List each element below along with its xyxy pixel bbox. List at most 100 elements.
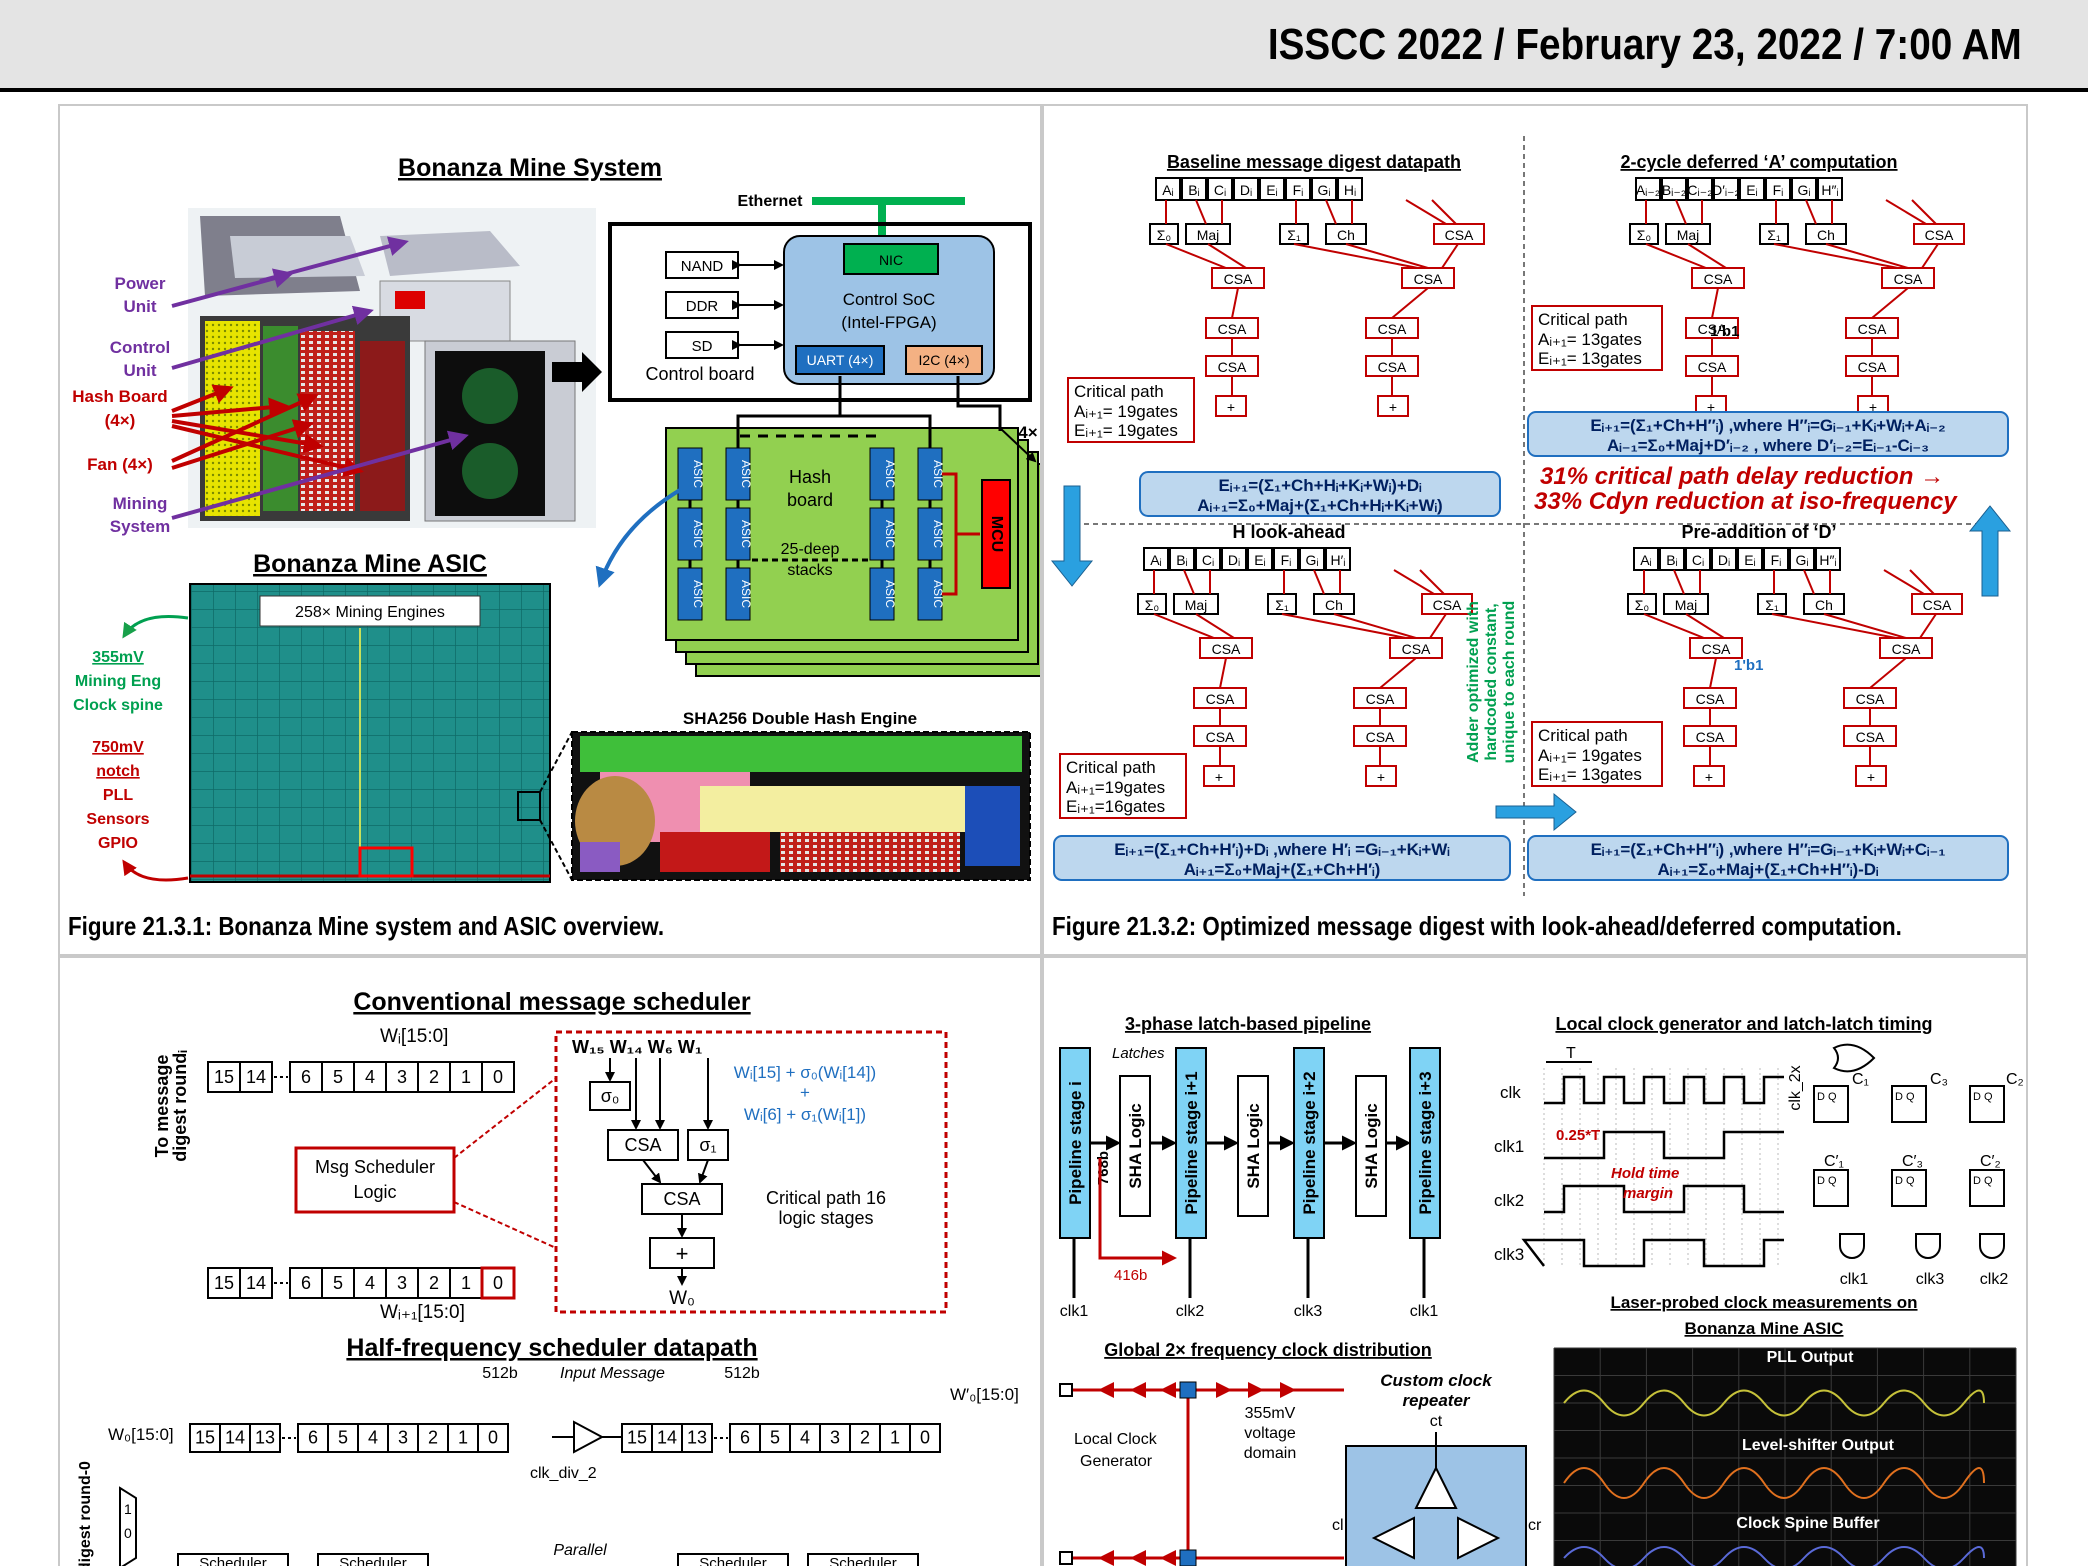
digest-register: [1659, 547, 1685, 571]
adder-note-2: hardcoded constant,: [1483, 603, 1500, 760]
datapath-block-label: Σ₀: [1637, 227, 1652, 243]
hash-board-label: Hash: [789, 467, 831, 487]
cl-label: cl: [1332, 1517, 1344, 1534]
one-b1-label-2: 1'b1: [1734, 657, 1763, 674]
digest-register: [1815, 547, 1841, 571]
mcu-label: MCU: [988, 516, 1005, 552]
register-cell: [207, 1061, 241, 1093]
arrow-right-icon: [552, 352, 602, 392]
ddr-label: DDR: [686, 298, 719, 315]
register-cell: [729, 1423, 761, 1453]
asic-die: [189, 583, 551, 883]
digest-register-label: Aᵢ: [1150, 552, 1162, 568]
notch-label: notch: [96, 763, 140, 780]
label-mining-2: System: [110, 517, 170, 536]
register-cell: [417, 1267, 451, 1299]
register-cell: [477, 1423, 509, 1453]
v750-label: 750mV: [92, 739, 144, 756]
digest-register-label: Cᵢ: [1214, 182, 1226, 198]
datapath-block-label: Ch: [1337, 227, 1355, 243]
conv-title: Conventional message scheduler: [353, 988, 751, 1016]
digest-register-label: Aᵢ: [1640, 552, 1652, 568]
c2-label: C₂: [2006, 1071, 2024, 1088]
register-cell: [357, 1423, 389, 1453]
digest-register-label: Bᵢ: [1666, 552, 1678, 568]
register-cell-label: 0: [920, 1428, 930, 1448]
figure-1-panel: Bonanza Mine System Power Unit Control U…: [58, 104, 1042, 956]
digest-register-label: D′ᵢ₋₂: [1712, 182, 1740, 198]
engines-label: 258× Mining Engines: [295, 604, 445, 621]
datapath-block-label: +: [1215, 769, 1223, 785]
plus-label: +: [676, 1241, 689, 1266]
ethernet-label: Ethernet: [738, 193, 804, 210]
local-gen-1: Local Clock: [1074, 1431, 1158, 1448]
spine-buffer-label: Clock Spine Buffer: [1736, 1515, 1879, 1532]
highlight-1: 31% critical path delay reduction →: [1540, 463, 1944, 490]
register-cell-label: 6: [301, 1067, 311, 1087]
clock-distribution: [1059, 1381, 1344, 1566]
register-cell: [621, 1423, 653, 1453]
msg-logic-label-2: Logic: [353, 1182, 396, 1202]
datapath-block-label: +: [1869, 399, 1877, 415]
svg-text:ASIC: ASIC: [691, 460, 705, 488]
register-cell-label: 5: [770, 1428, 780, 1448]
datapath-block-label: CSA: [1378, 321, 1407, 337]
label-arrows: [171, 236, 469, 520]
register-cell: [239, 1061, 273, 1093]
wave-clk3: clk3: [1494, 1245, 1524, 1264]
register-cell-label: 14: [657, 1428, 677, 1448]
sha-engine-title: SHA256 Double Hash Engine: [683, 709, 917, 728]
register-cell-label: 2: [860, 1428, 870, 1448]
figure-4-panel: 3-phase latch-based pipeline Latches Pip…: [1042, 956, 2028, 1566]
wi1-label: Wᵢ₊₁[15:0]: [380, 1302, 465, 1323]
register-cell-label: 14: [225, 1428, 245, 1448]
datapath-block-label: CSA: [1696, 691, 1725, 707]
digest-register: [1325, 547, 1351, 571]
crit2-title: Critical path: [1538, 310, 1628, 329]
hash-board-label-2: board: [787, 490, 833, 510]
register-cell-label: 1: [458, 1428, 468, 1448]
eq2-a: Eᵢ₊₁=(Σ₁+Ch+H″ᵢ) ,where H″ᵢ=Gᵢ₋₁+Kᵢ+Wᵢ+A…: [1590, 416, 1945, 435]
svg-text:ASIC: ASIC: [931, 460, 945, 488]
datapath-block: [1137, 593, 1167, 615]
one-b1-label: 1'b1: [1710, 323, 1739, 340]
pipe-clk3: clk3: [1294, 1303, 1323, 1320]
half-title: Half-frequency scheduler datapath: [346, 1334, 757, 1362]
digest-register-label: Fᵢ: [1771, 552, 1782, 568]
svg-text:ASIC: ASIC: [883, 520, 897, 548]
digest-register-label: Gᵢ: [1797, 182, 1810, 198]
pipe-title: 3-phase latch-based pipeline: [1125, 1014, 1371, 1034]
datapath-block-label: +: [1867, 769, 1875, 785]
arrow-right-icon: [1495, 792, 1577, 832]
digest-register: [1661, 177, 1687, 201]
stage-3: Pipeline stage i+3: [1416, 1071, 1435, 1214]
digest-register: [1259, 177, 1285, 201]
digest-register: [1739, 177, 1765, 201]
crit3-b: Eᵢ₊₁=16gates: [1066, 797, 1165, 816]
b768-label: 768b: [1095, 1151, 1112, 1185]
datapath-block-label: CSA: [1218, 359, 1247, 375]
digest-register-label: H″ᵢ: [1821, 182, 1838, 198]
q4-title: Pre-addition of ‘D’: [1682, 522, 1837, 542]
arrow-down-icon: [1050, 485, 1094, 587]
digest-register: [1221, 547, 1247, 571]
datapath-block-label: CSA: [1433, 597, 1462, 613]
digest-register-label: Cᵢ: [1202, 552, 1214, 568]
digest-register: [1247, 547, 1273, 571]
v355-domain-2: voltage: [1244, 1425, 1296, 1442]
datapath-block-label: CSA: [1445, 227, 1474, 243]
digest-register: [1685, 547, 1711, 571]
digest-register: [1765, 177, 1791, 201]
ct-label: ct: [1430, 1413, 1443, 1430]
digest-register: [1181, 177, 1207, 201]
stack-label: 25-deep: [781, 541, 840, 558]
digest-register-label: Dᵢ: [1240, 182, 1252, 198]
csa-label-1: CSA: [624, 1135, 661, 1155]
crit1-a: Aᵢ₊₁= 19gates: [1074, 402, 1178, 421]
datapath-block-label: +: [1227, 399, 1235, 415]
sched-eq-1: Wᵢ[15] + σ₀(Wᵢ[14]): [734, 1063, 876, 1082]
svg-text:ASIC: ASIC: [739, 460, 753, 488]
digest-register-label: Hᵢ: [1344, 182, 1356, 198]
register-cell-label: 3: [830, 1428, 840, 1448]
